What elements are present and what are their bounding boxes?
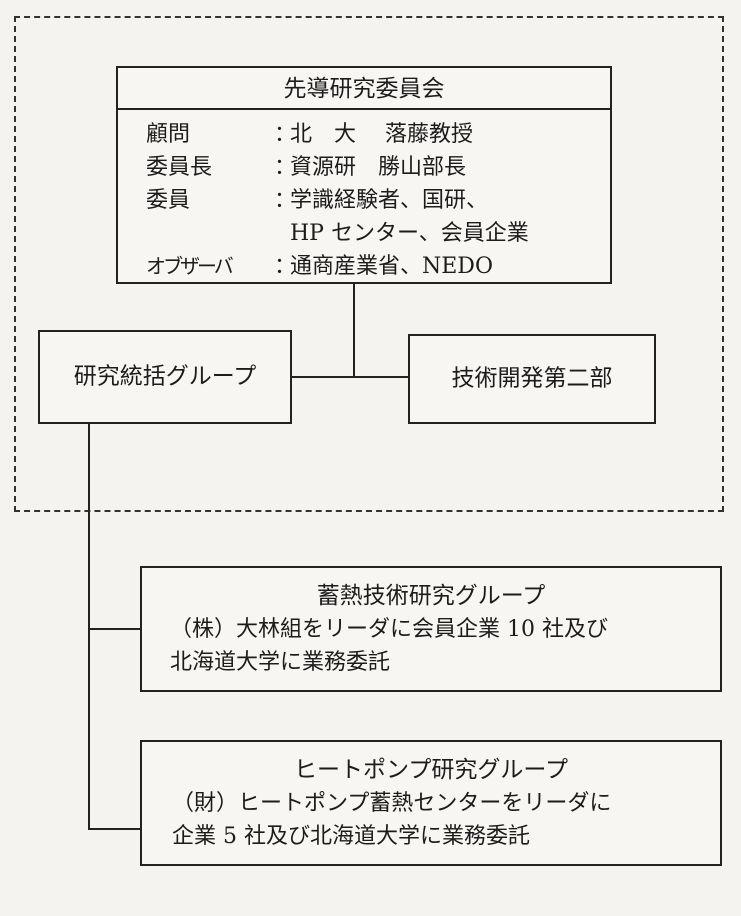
colon: ： xyxy=(274,188,297,213)
member-row-advisor: 顧問 ： 北 大 落藤教授 xyxy=(146,118,610,151)
member-row-continuation: HP センター、会員企業 xyxy=(146,217,610,250)
committee-members: 顧問 ： 北 大 落藤教授 委員長 ： 資源研 勝山部長 委員 ： 学識経験者、… xyxy=(118,110,610,283)
heatpump-group-desc: （財）ヒートポンプ蓄熱センターをリーダに 企業 5 社及び北海道大学に業務委託 xyxy=(142,784,720,853)
member-role: オブザーバ xyxy=(146,254,234,278)
member-value: 通商産業省、NEDO xyxy=(290,254,493,279)
connector-vertical-left xyxy=(88,424,90,830)
technology-dev-dept-label: 技術開発第二部 xyxy=(451,365,613,392)
organization-boundary xyxy=(14,16,724,512)
desc-line: （財）ヒートポンプ蓄熱センターをリーダに xyxy=(172,791,612,816)
colon: ： xyxy=(274,254,297,279)
connector-heatpump xyxy=(88,828,140,830)
member-role: 顧問 xyxy=(146,122,191,147)
heatpump-group-box: ヒートポンプ研究グループ （財）ヒートポンプ蓄熱センターをリーダに 企業 5 社… xyxy=(140,740,722,866)
member-row-members: 委員 ： 学識経験者、国研、 xyxy=(146,184,610,217)
heatpump-group-title: ヒートポンプ研究グループ xyxy=(294,757,568,783)
desc-line: （株）大林組をリーダに会員企業 10 社及び xyxy=(170,617,608,642)
thermal-storage-group-box: 蓄熱技術研究グループ （株）大林組をリーダに会員企業 10 社及び 北海道大学に… xyxy=(140,566,722,692)
colon: ： xyxy=(274,122,297,147)
member-row-chair: 委員長 ： 資源研 勝山部長 xyxy=(146,151,610,184)
member-value: HP センター、会員企業 xyxy=(290,221,529,246)
member-role: 委員 xyxy=(146,188,191,213)
desc-line: 北海道大学に業務委託 xyxy=(170,650,391,675)
technology-dev-dept-box: 技術開発第二部 xyxy=(408,334,656,424)
member-row-observer: オブザーバ ： 通商産業省、NEDO xyxy=(146,250,610,283)
thermal-storage-group-desc: （株）大林組をリーダに会員企業 10 社及び 北海道大学に業務委託 xyxy=(142,610,720,679)
research-coordination-group-label: 研究統括グループ xyxy=(73,363,257,390)
connector-chikunetsu xyxy=(88,628,140,630)
member-role: 委員長 xyxy=(146,155,213,180)
member-value: 北 大 落藤教授 xyxy=(290,122,473,147)
thermal-storage-group-title: 蓄熱技術研究グループ xyxy=(316,583,546,609)
committee-box: 先導研究委員会 顧問 ： 北 大 落藤教授 委員長 ： 資源研 勝山部長 委員 … xyxy=(116,66,612,284)
member-value: 資源研 勝山部長 xyxy=(290,155,467,180)
connector-horizontal xyxy=(292,376,408,378)
desc-line: 企業 5 社及び北海道大学に業務委託 xyxy=(172,824,530,849)
member-value: 学識経験者、国研、 xyxy=(290,188,489,213)
research-coordination-group-box: 研究統括グループ xyxy=(38,330,292,424)
connector-committee-down xyxy=(353,284,355,378)
colon: ： xyxy=(274,155,297,180)
committee-title: 先導研究委員会 xyxy=(118,68,610,110)
